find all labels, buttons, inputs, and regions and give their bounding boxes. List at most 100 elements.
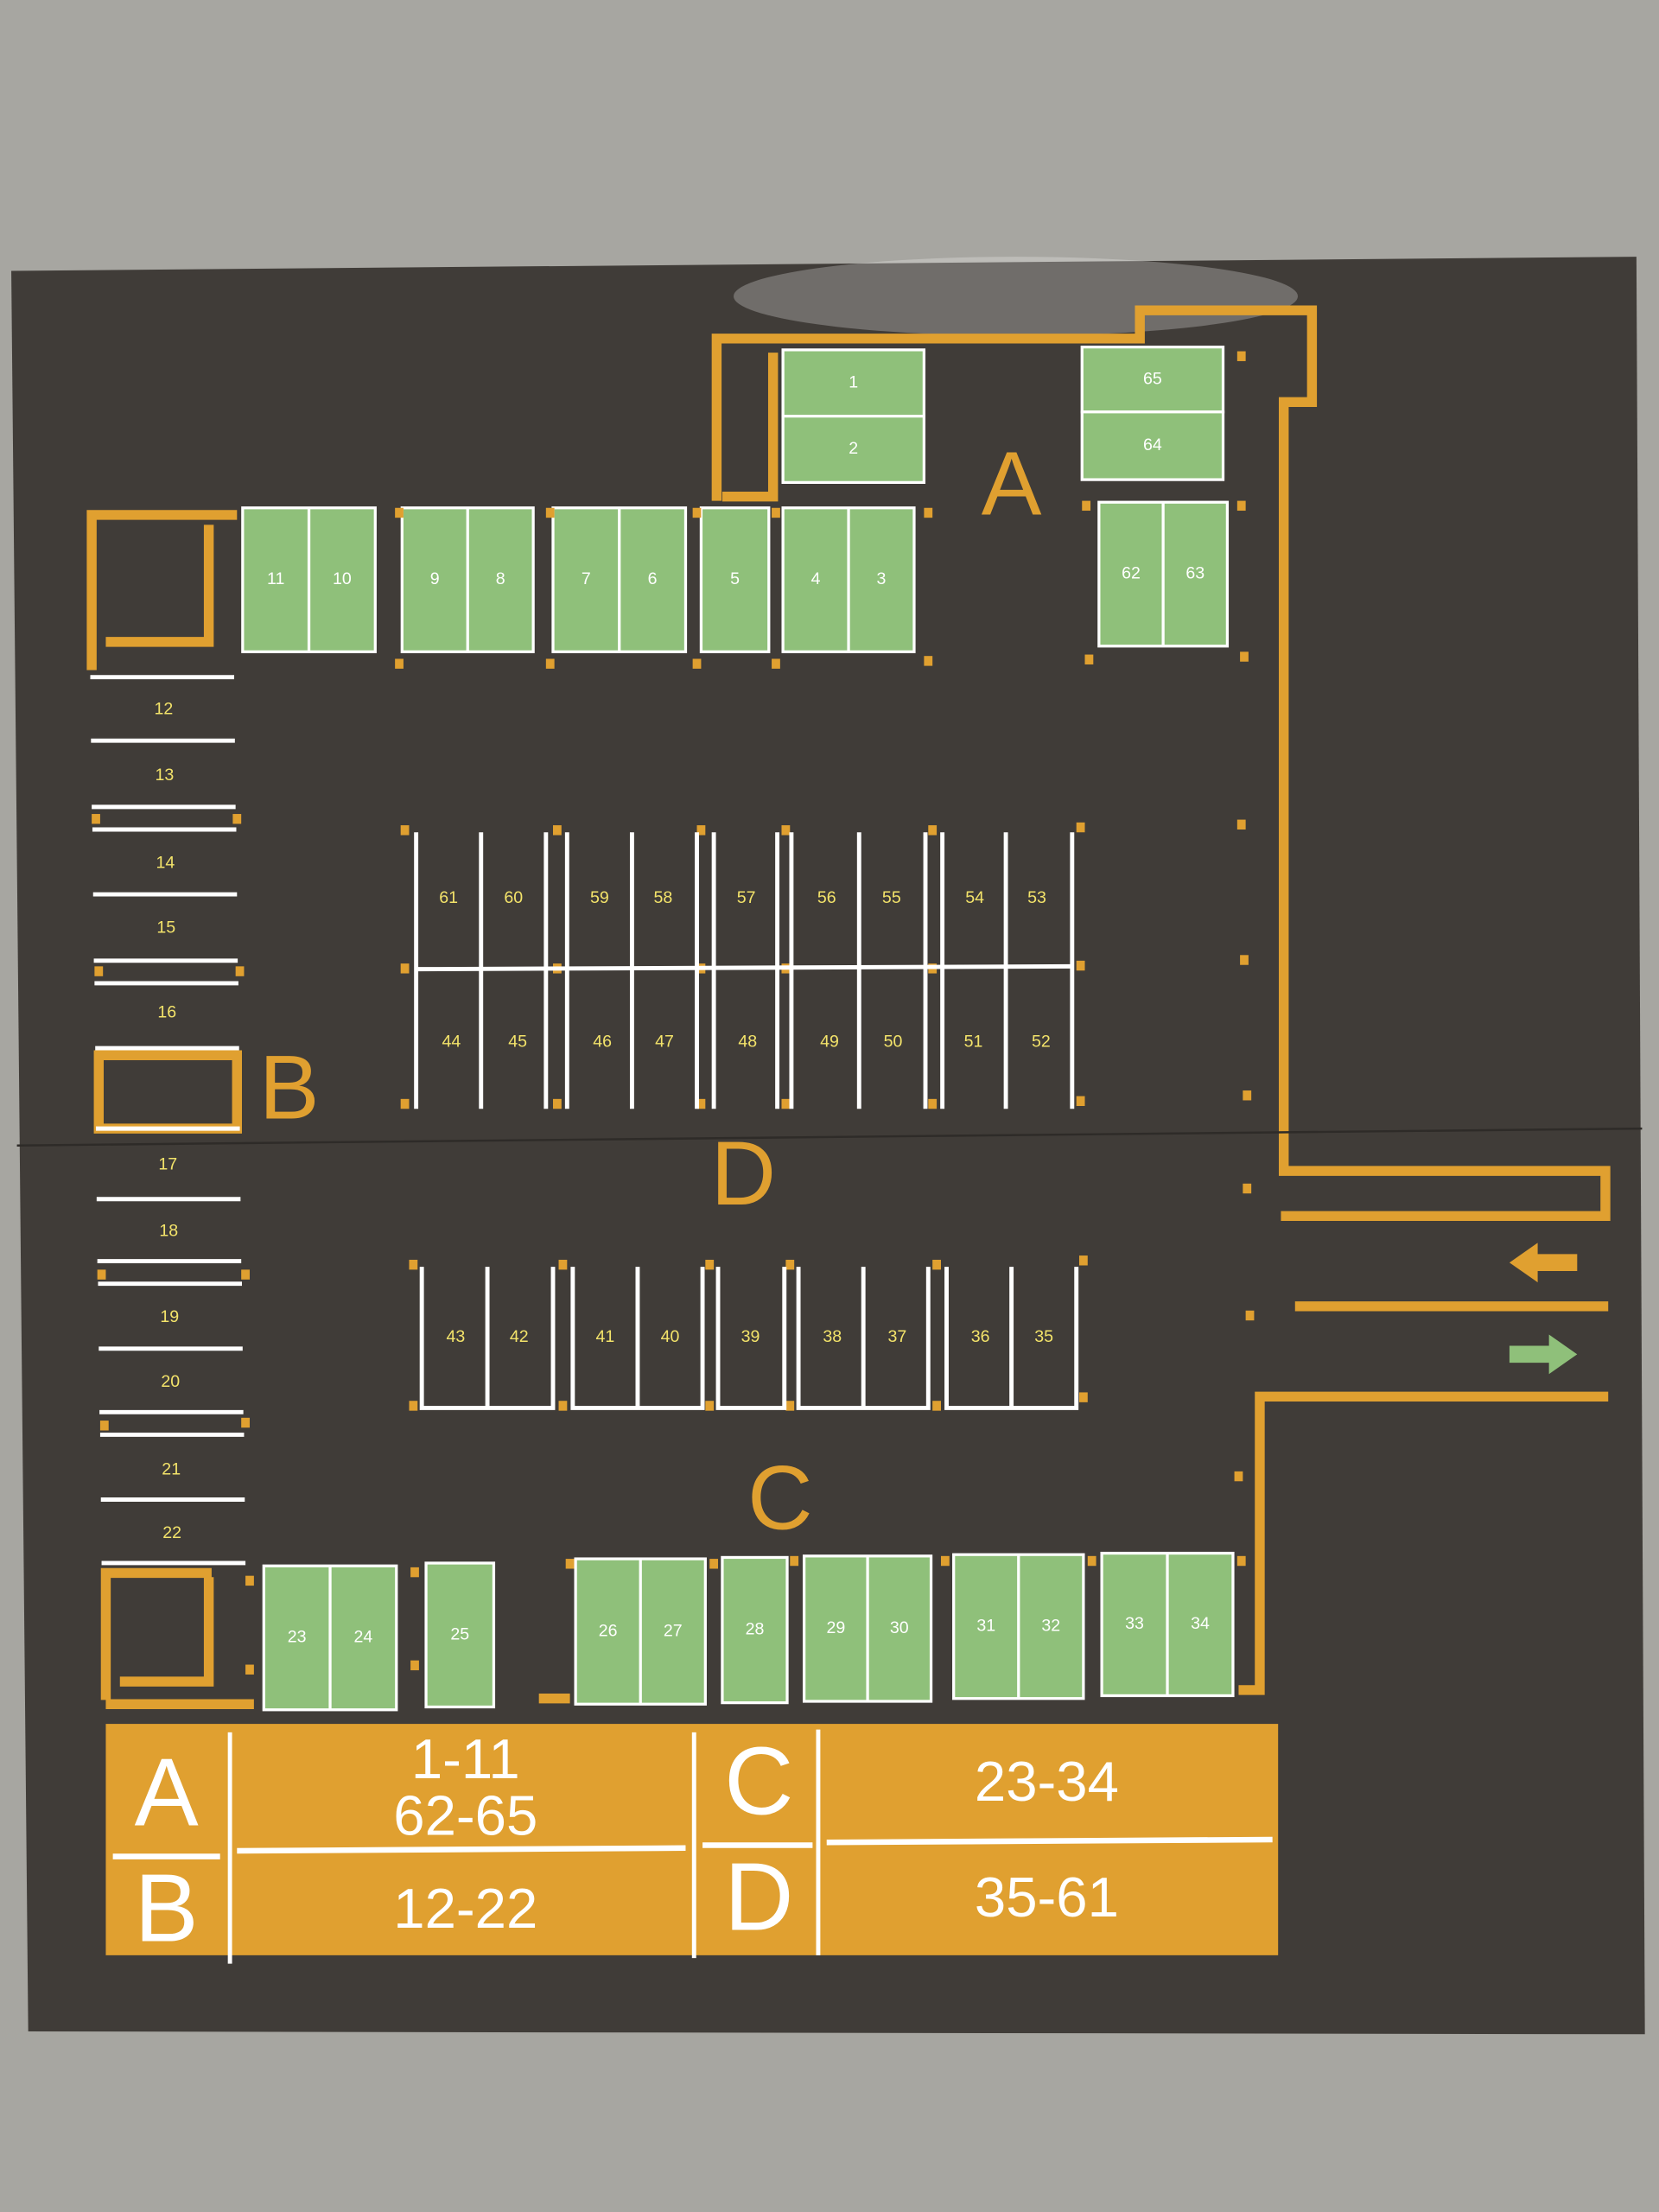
space-number-56: 56 [817,888,836,907]
legend-zone-c: C [724,1727,793,1835]
bollard-marker [97,1269,106,1280]
space-number-27: 27 [664,1621,683,1640]
space-number-16: 16 [157,1002,176,1021]
space-number-18: 18 [159,1221,178,1240]
zone-label-b: B [259,1038,320,1139]
bollard-marker [1240,652,1249,662]
space-number-12: 12 [154,699,173,718]
bollard-marker [565,1559,575,1569]
space-group-outline [715,1267,787,1410]
space-number-60: 60 [504,888,523,907]
space-number-62: 62 [1122,564,1141,583]
space-number-21: 21 [162,1459,181,1478]
bollard-marker [1076,1096,1085,1106]
bollard-marker [245,1664,254,1675]
bollard-marker [400,825,410,836]
space-number-44: 44 [442,1033,461,1052]
space-number-25: 25 [450,1624,469,1643]
parking-space-block [1080,410,1225,481]
bollard-marker [241,1269,250,1280]
bollard-marker [1236,1555,1246,1567]
bollard-marker [99,1421,109,1431]
route-line [1238,1391,1609,1695]
bollard-marker [928,825,938,836]
space-number-61: 61 [439,888,458,907]
space-number-10: 10 [333,569,352,588]
space-number-65: 65 [1143,369,1162,388]
bollard-marker [772,658,780,669]
bollard-marker [553,825,562,836]
space-number-5: 5 [730,569,740,588]
space-number-55: 55 [882,888,901,907]
space-number-29: 29 [826,1618,845,1637]
space-number-35: 35 [1034,1327,1053,1346]
bollard-marker [772,507,780,518]
legend-zone-d: D [724,1842,793,1950]
space-number-43: 43 [446,1327,465,1346]
bollard-marker [785,1259,795,1270]
space-number-23: 23 [288,1628,307,1647]
bollard-marker [781,825,791,836]
bollard-marker [395,658,404,669]
space-number-4: 4 [811,569,821,588]
bollard-marker [545,507,555,518]
space-number-2: 2 [849,439,858,458]
bollard-marker [705,1259,715,1270]
space-number-17: 17 [158,1155,177,1174]
bollard-marker [705,1401,715,1411]
bollard-marker [709,1559,719,1569]
legend-zone-b: B [135,1853,199,1961]
bollard-marker [785,1401,795,1411]
zone-label-a: A [982,434,1042,535]
bollard-marker [1078,1392,1088,1402]
bollard-marker [790,1555,799,1567]
route-line [119,1577,214,1687]
route-line [721,353,779,502]
space-line [416,963,1072,972]
bollard-marker [241,1417,250,1428]
bollard-marker [245,1575,254,1586]
space-number-36: 36 [971,1327,990,1346]
bollard-marker [395,507,404,518]
space-number-3: 3 [877,569,887,588]
space-number-6: 6 [648,569,658,588]
bollard-marker [553,1098,562,1109]
space-number-59: 59 [590,888,609,907]
space-number-22: 22 [162,1523,181,1542]
bollard-marker [924,507,933,518]
space-number-45: 45 [508,1033,527,1052]
space-number-40: 40 [661,1327,680,1346]
space-number-34: 34 [1191,1614,1210,1633]
bollard-marker [781,1098,791,1109]
space-number-57: 57 [737,888,756,907]
space-number-1: 1 [849,372,858,391]
bollard-marker [92,814,100,824]
glare [733,257,1299,336]
bollard-marker [410,1567,419,1578]
space-number-46: 46 [593,1033,612,1052]
bollard-marker [932,1401,941,1411]
legend-range-a-2: 62-65 [393,1783,537,1847]
space-number-50: 50 [884,1033,903,1052]
space-number-39: 39 [741,1327,760,1346]
parking-space-block [781,415,926,484]
bollard-marker [692,507,702,518]
bollard-marker [1082,500,1091,512]
space-number-64: 64 [1143,435,1162,454]
zone-legend: A B C D 1-11 62-65 12-22 23-34 35-61 [105,1724,1279,1964]
zone-label-c: C [747,1448,812,1549]
exit-arrow-icon [1509,1243,1578,1283]
bollard-marker [932,1259,941,1270]
space-number-8: 8 [496,569,505,588]
bollard-marker [1240,955,1249,965]
space-number-19: 19 [160,1307,179,1326]
route-line [86,510,238,671]
bollard-marker [1087,1555,1096,1567]
space-number-47: 47 [655,1033,674,1052]
space-number-11: 11 [267,569,284,588]
bollard-marker [928,1098,938,1109]
space-number-20: 20 [161,1372,180,1391]
bollard-marker [410,1660,419,1671]
legend-range-d: 35-61 [975,1866,1119,1929]
